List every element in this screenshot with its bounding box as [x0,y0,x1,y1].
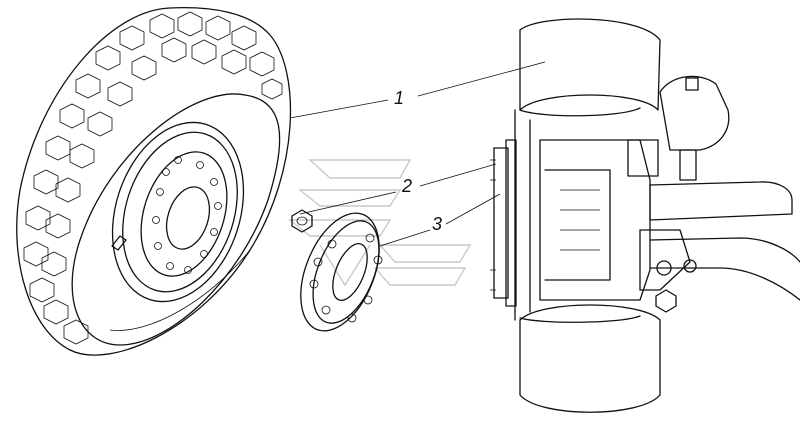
callout-3: 3 [432,214,442,234]
tread-pattern [23,11,283,345]
leader-lines [289,61,546,247]
watermark-logo [288,159,472,287]
callout-1: 1 [394,88,404,108]
wheel-nut [291,209,313,233]
callout-2: 2 [401,176,412,196]
wheel-bolt-holes [152,156,222,274]
clamp-ring [300,212,383,332]
hub-axle-assembly [490,18,800,413]
wheel-assembly [16,7,292,356]
